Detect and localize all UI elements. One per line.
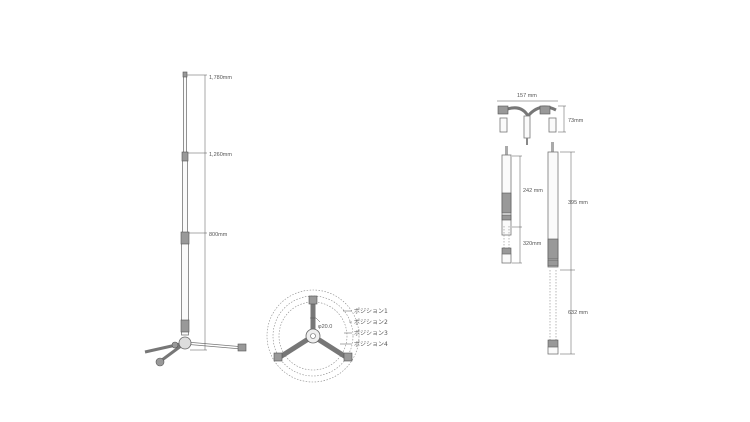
middle-pole-section — [182, 154, 188, 236]
long-pole-length-label: 395 mm — [568, 200, 588, 206]
short-pole-length-label: 242 mm — [523, 188, 543, 194]
short-pole-extension-label: 320mm — [523, 241, 542, 247]
base-top-view: φ20.0 ポジション1 ポジション2 ポジション3 ポジション4 — [266, 289, 388, 383]
height-label-max: 1,780mm — [209, 75, 232, 81]
top-pole-section — [183, 74, 187, 156]
clamp-height-label: 73mm — [568, 118, 584, 124]
short-pole: 242 mm 320mm — [501, 146, 543, 264]
dual-clamp: 157 mm 73mm — [497, 93, 584, 145]
position-3-label: ポジション3 — [354, 329, 388, 337]
position-4-label: ポジション4 — [354, 340, 388, 348]
position-1-label: ポジション1 — [354, 307, 388, 315]
parts-drawing: 157 mm 73mm 395 mm 632 mm — [497, 93, 588, 355]
position-2-label: ポジション2 — [354, 318, 388, 326]
diameter-label: φ20.0 — [318, 324, 332, 330]
long-pole-extension-label: 632 mm — [568, 310, 588, 316]
height-label-mid: 1,260mm — [209, 152, 232, 158]
long-pole: 395 mm 632 mm — [547, 142, 588, 355]
height-label-min: 800mm — [209, 232, 228, 238]
full-stand-drawing: 1,780mm 1,260mm 800mm — [144, 71, 247, 367]
tripod-base — [144, 336, 247, 367]
clamp-width-label: 157 mm — [517, 93, 537, 99]
